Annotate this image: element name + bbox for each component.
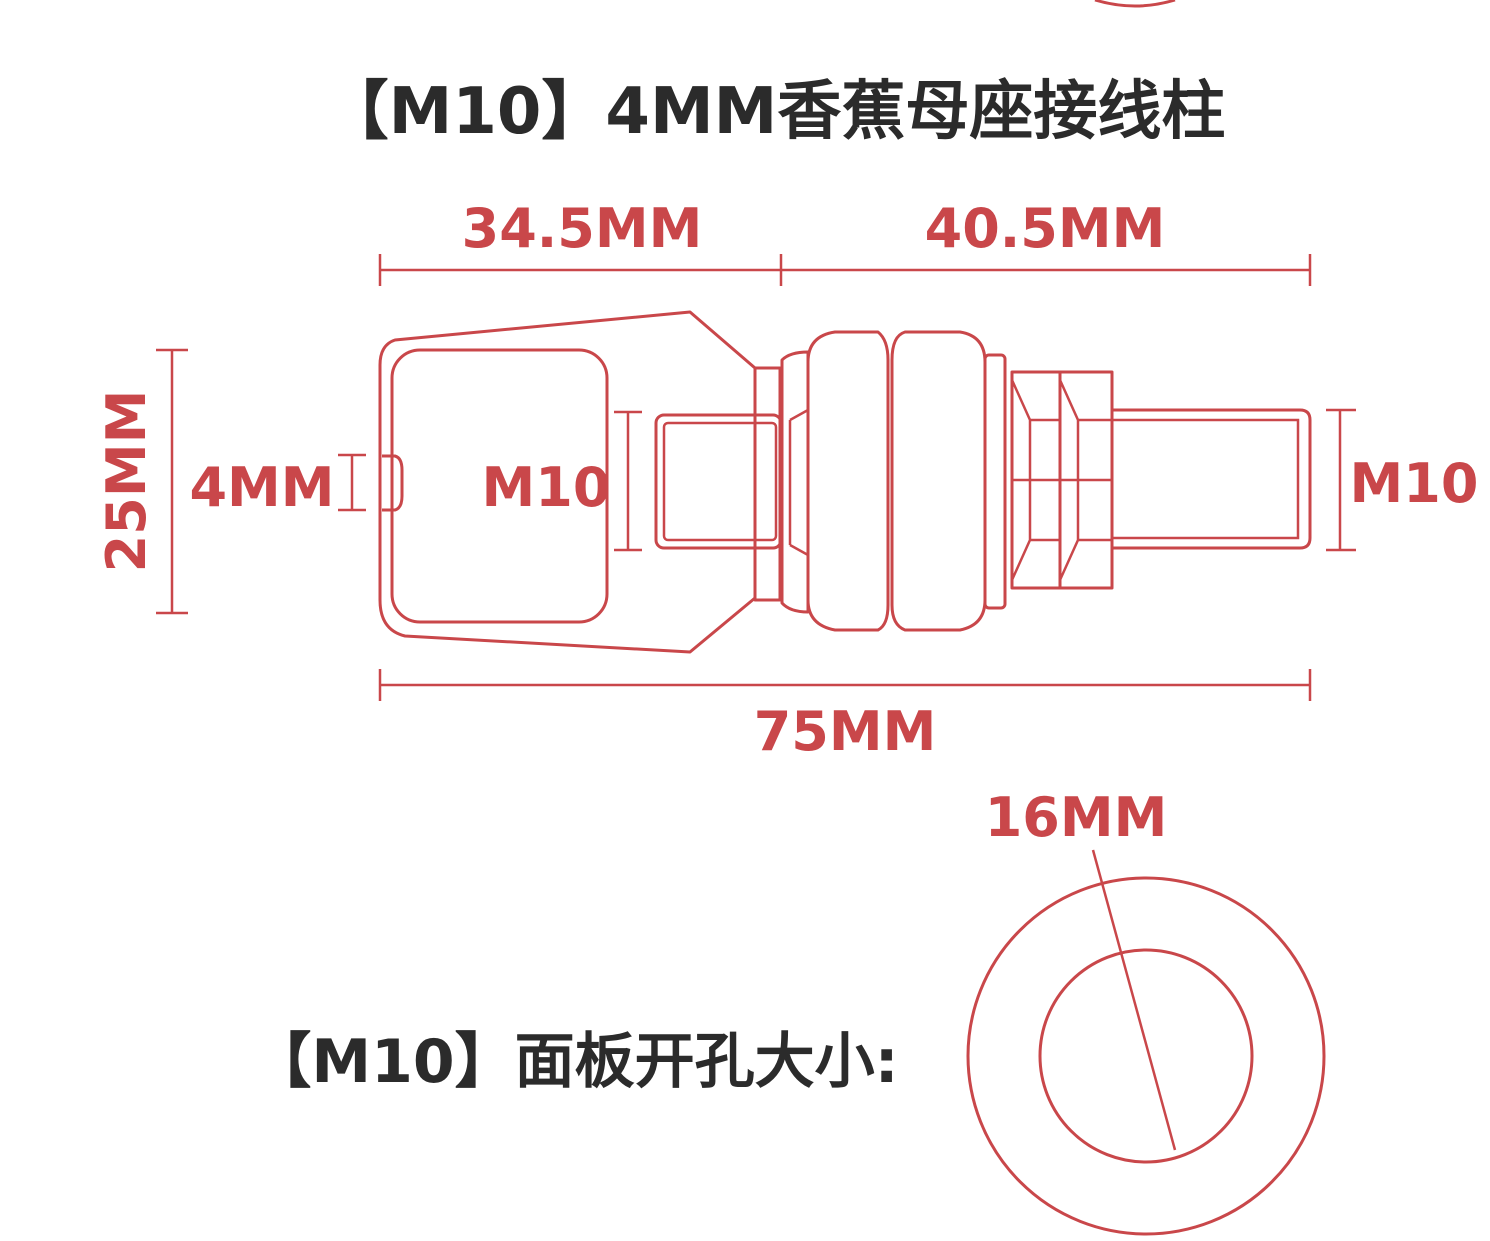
inner-hole	[1038, 948, 1254, 1164]
small-hex-nut	[780, 350, 810, 614]
dimension-lines	[156, 254, 1356, 701]
dim-hole: 4MM	[189, 456, 334, 519]
left-shaft	[654, 413, 783, 550]
outer-ring	[966, 876, 1326, 1236]
neck	[753, 366, 782, 602]
thin-washer	[983, 353, 1007, 610]
panel-hole-label: 【M10】面板开孔大小:	[251, 1027, 898, 1097]
hex-nut-2	[1058, 370, 1114, 590]
dim-right-length: 40.5MM	[925, 197, 1166, 260]
right-shaft	[1112, 408, 1312, 550]
dim-thread-right: M10	[1350, 452, 1479, 515]
washer-2	[890, 330, 987, 632]
dim-total-length: 75MM	[754, 700, 937, 763]
hole-bump	[382, 454, 404, 512]
knob-face	[390, 348, 609, 624]
page-title: 【M10】4MM香蕉母座接线柱	[325, 75, 1226, 149]
dim-left-length: 34.5MM	[462, 197, 703, 260]
banana-socket-drawing	[378, 310, 1312, 654]
washer-1	[806, 330, 890, 632]
dim-thread-left: M10	[482, 456, 611, 519]
dim-panel-hole: 16MM	[985, 786, 1168, 849]
panel-hole-diagram	[966, 849, 1326, 1236]
top-arc-decoration	[1094, 0, 1176, 8]
knob-cap	[378, 310, 757, 654]
left-shaft-inner	[662, 421, 778, 542]
dim-height: 25MM	[95, 390, 158, 573]
diameter-leader	[1091, 849, 1177, 1151]
